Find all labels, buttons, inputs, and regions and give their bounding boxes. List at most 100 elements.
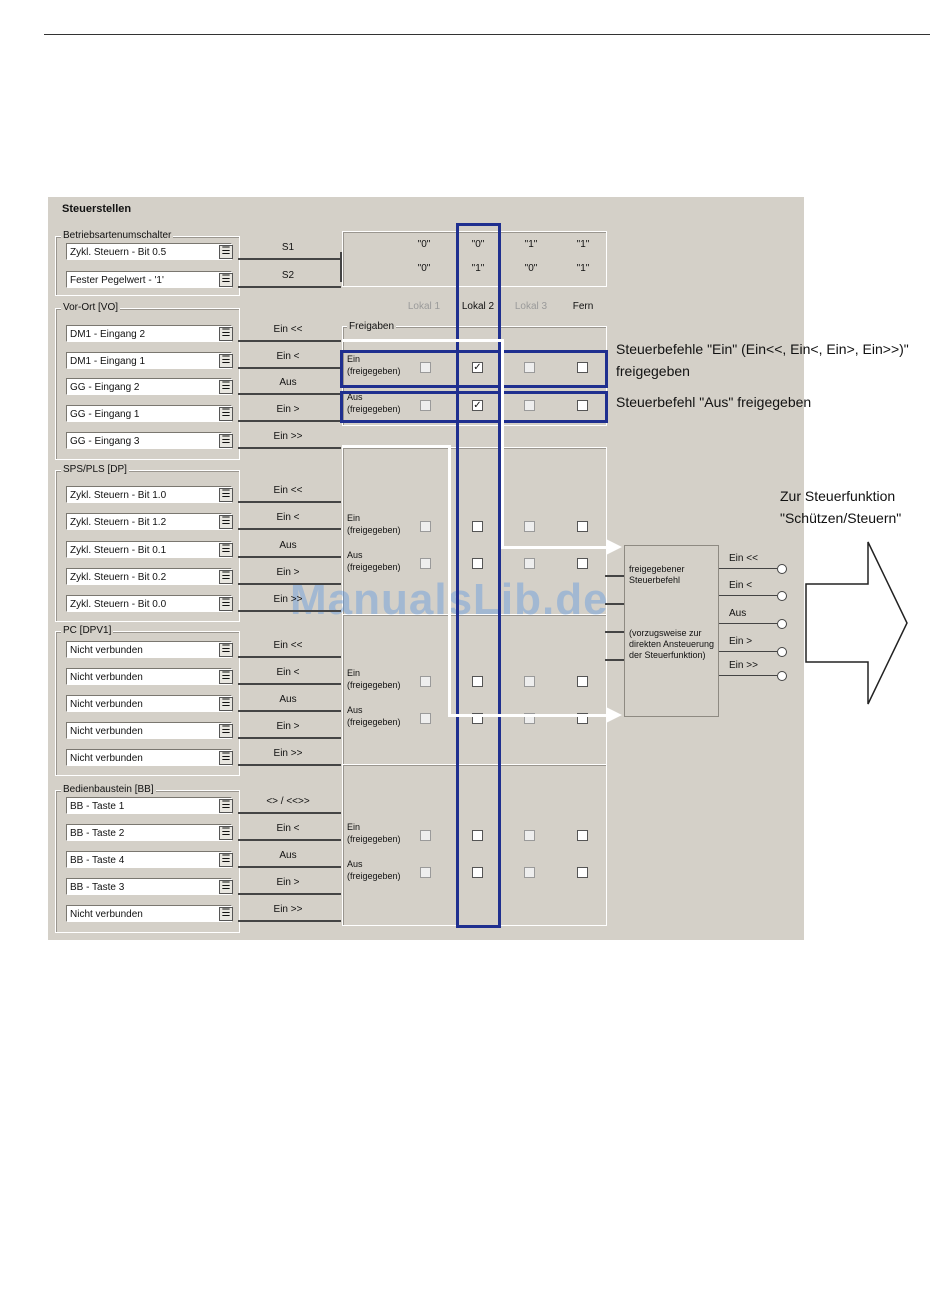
mode-value-row1: "1" [576, 239, 590, 250]
field-browse-icon[interactable]: ☰ [219, 826, 233, 840]
command-label: Ein < [276, 823, 300, 834]
freigabe-checkbox-aus[interactable] [524, 558, 535, 569]
source-field[interactable]: Nicht verbunden [66, 722, 232, 739]
freigabe-checkbox-ein[interactable] [420, 362, 431, 373]
freigabe-checkbox-aus-checked[interactable]: ✓ [472, 400, 483, 411]
field-browse-icon[interactable]: ☰ [219, 543, 233, 557]
field-browse-icon[interactable]: ☰ [219, 597, 233, 611]
freigabe-checkbox-ein[interactable] [472, 521, 483, 532]
signal-line [238, 737, 341, 739]
source-field[interactable]: Zykl. Steuern - Bit 0.1 [66, 541, 232, 558]
white-path-horizontal-2 [448, 714, 609, 717]
command-label: Ein > [276, 404, 300, 415]
freigabe-label-ein-sub: (freigegeben) [347, 834, 401, 844]
freigabe-checkbox-ein[interactable] [472, 676, 483, 687]
freigabe-checkbox-ein[interactable] [524, 830, 535, 841]
freigabe-checkbox-ein[interactable] [524, 676, 535, 687]
signal-line [238, 812, 341, 814]
freigabe-checkbox-ein[interactable] [524, 521, 535, 532]
signal-line [238, 920, 341, 922]
output-label: Aus [729, 608, 747, 619]
source-field[interactable]: DM1 - Eingang 2 [66, 325, 232, 342]
field-browse-icon[interactable]: ☰ [219, 724, 233, 738]
field-browse-icon[interactable]: ☰ [219, 515, 233, 529]
output-terminal [777, 564, 787, 574]
freigabe-checkbox-aus[interactable] [577, 713, 588, 724]
freigabe-checkbox-ein[interactable] [577, 676, 588, 687]
freigabe-checkbox-aus[interactable] [524, 713, 535, 724]
output-line [719, 675, 777, 676]
highlight-row-ein [340, 350, 608, 388]
source-field[interactable]: GG - Eingang 1 [66, 405, 232, 422]
field-browse-icon[interactable]: ☰ [219, 907, 233, 921]
field-browse-icon[interactable]: ☰ [219, 354, 233, 368]
field-browse-icon[interactable]: ☰ [219, 751, 233, 765]
source-field[interactable]: BB - Taste 4 [66, 851, 232, 868]
source-field[interactable]: GG - Eingang 3 [66, 432, 232, 449]
freigabe-checkbox-ein[interactable] [577, 521, 588, 532]
source-field[interactable]: Zykl. Steuern - Bit 0.0 [66, 595, 232, 612]
group-label-sps-pls: SPS/PLS [DP] [61, 464, 129, 476]
field-browse-icon[interactable]: ☰ [219, 799, 233, 813]
freigabe-label-aus: Aus [347, 859, 363, 869]
signal-line [238, 367, 341, 369]
freigabe-checkbox-aus[interactable] [420, 400, 431, 411]
field-browse-icon[interactable]: ☰ [219, 434, 233, 448]
freigabe-checkbox-aus[interactable] [577, 867, 588, 878]
source-field[interactable]: Zykl. Steuern - Bit 0.5 [66, 243, 232, 260]
source-field[interactable]: Zykl. Steuern - Bit 1.0 [66, 486, 232, 503]
source-field[interactable]: Nicht verbunden [66, 905, 232, 922]
output-label: Ein >> [729, 660, 758, 671]
command-label: Ein > [276, 567, 300, 578]
source-field[interactable]: BB - Taste 2 [66, 824, 232, 841]
source-field[interactable]: BB - Taste 3 [66, 878, 232, 895]
field-browse-icon[interactable]: ☰ [219, 407, 233, 421]
signal-line [238, 447, 341, 449]
output-label: Ein << [729, 553, 758, 564]
freigabe-checkbox-aus[interactable] [472, 867, 483, 878]
source-field[interactable]: BB - Taste 1 [66, 797, 232, 814]
field-browse-icon[interactable]: ☰ [219, 245, 233, 259]
field-browse-icon[interactable]: ☰ [219, 697, 233, 711]
freigabe-checkbox-ein[interactable] [420, 830, 431, 841]
field-browse-icon[interactable]: ☰ [219, 880, 233, 894]
freigabe-checkbox-aus[interactable] [577, 400, 588, 411]
source-field[interactable]: Nicht verbunden [66, 695, 232, 712]
freigabe-checkbox-aus[interactable] [577, 558, 588, 569]
freigabe-checkbox-aus[interactable] [472, 713, 483, 724]
freigabe-checkbox-ein[interactable] [420, 521, 431, 532]
source-field[interactable]: Nicht verbunden [66, 641, 232, 658]
freigabe-checkbox-aus[interactable] [420, 713, 431, 724]
freigabe-checkbox-aus[interactable] [524, 400, 535, 411]
freigabe-checkbox-ein[interactable] [472, 830, 483, 841]
source-field[interactable]: Zykl. Steuern - Bit 1.2 [66, 513, 232, 530]
source-field[interactable]: DM1 - Eingang 1 [66, 352, 232, 369]
freigabe-checkbox-aus[interactable] [420, 558, 431, 569]
command-label: Aus [279, 377, 297, 388]
freigabe-checkbox-ein[interactable] [420, 676, 431, 687]
source-field[interactable]: Nicht verbunden [66, 668, 232, 685]
field-browse-icon[interactable]: ☰ [219, 273, 233, 287]
field-browse-icon[interactable]: ☰ [219, 327, 233, 341]
field-browse-icon[interactable]: ☰ [219, 670, 233, 684]
freigabe-checkbox-ein[interactable] [577, 362, 588, 373]
field-browse-icon[interactable]: ☰ [219, 853, 233, 867]
freigabe-checkbox-aus[interactable] [524, 867, 535, 878]
freigabe-label-ein-sub: (freigegeben) [347, 525, 401, 535]
source-field[interactable]: Nicht verbunden [66, 749, 232, 766]
source-field[interactable]: Zykl. Steuern - Bit 0.2 [66, 568, 232, 585]
source-field[interactable]: GG - Eingang 2 [66, 378, 232, 395]
signal-line [238, 893, 341, 895]
white-path-top-branch [342, 445, 450, 448]
freigabe-checkbox-aus[interactable] [472, 558, 483, 569]
field-browse-icon[interactable]: ☰ [219, 380, 233, 394]
freigabe-checkbox-ein[interactable] [524, 362, 535, 373]
field-browse-icon[interactable]: ☰ [219, 488, 233, 502]
freigabe-checkbox-ein-checked[interactable]: ✓ [472, 362, 483, 373]
output-text-freigegebener: freigegebener Steuerbefehl [629, 564, 685, 585]
freigabe-checkbox-ein[interactable] [577, 830, 588, 841]
freigabe-checkbox-aus[interactable] [420, 867, 431, 878]
field-browse-icon[interactable]: ☰ [219, 570, 233, 584]
field-browse-icon[interactable]: ☰ [219, 643, 233, 657]
source-field[interactable]: Fester Pegelwert - '1' [66, 271, 232, 288]
